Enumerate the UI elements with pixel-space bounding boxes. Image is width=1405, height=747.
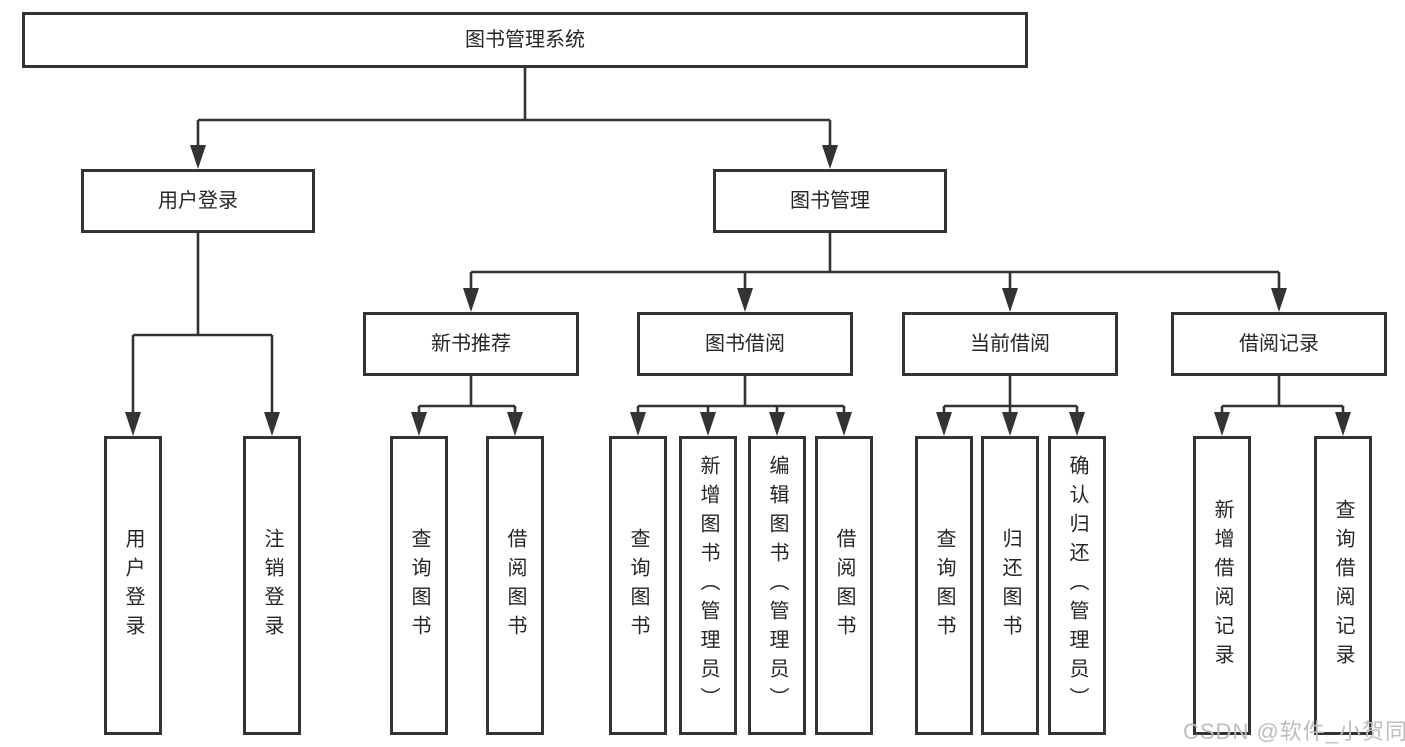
node-borrowing-records: 借阅记录 bbox=[1171, 312, 1387, 376]
leaf-borrow-books: 借阅图书 bbox=[815, 436, 873, 735]
leaf-query-books-recommend: 查询图书 bbox=[390, 436, 448, 735]
leaf-user-login: 用户登录 bbox=[104, 436, 162, 735]
leaf-return-book: 归还图书 bbox=[981, 436, 1039, 735]
leaf-edit-book-admin: 编辑图书（管理员） bbox=[748, 436, 806, 735]
leaf-add-borrow-record: 新增借阅记录 bbox=[1193, 436, 1251, 735]
leaf-query-borrow-record: 查询借阅记录 bbox=[1314, 436, 1372, 735]
leaf-add-book-admin: 新增图书（管理员） bbox=[679, 436, 737, 735]
node-user-login: 用户登录 bbox=[81, 169, 315, 233]
leaf-query-books-current: 查询图书 bbox=[915, 436, 973, 735]
leaf-query-books-borrow: 查询图书 bbox=[609, 436, 667, 735]
node-book-borrowing: 图书借阅 bbox=[637, 312, 853, 376]
node-book-management: 图书管理 bbox=[713, 169, 947, 233]
node-new-book-recommend: 新书推荐 bbox=[363, 312, 579, 376]
csdn-watermark: CSDN @软件_小贺同学 bbox=[1183, 719, 1405, 744]
leaf-logout: 注销登录 bbox=[243, 436, 301, 735]
leaf-confirm-return-admin: 确认归还（管理员） bbox=[1048, 436, 1106, 735]
leaf-borrow-books-recommend: 借阅图书 bbox=[486, 436, 544, 735]
node-current-borrowing: 当前借阅 bbox=[902, 312, 1118, 376]
node-system-root: 图书管理系统 bbox=[22, 12, 1028, 68]
